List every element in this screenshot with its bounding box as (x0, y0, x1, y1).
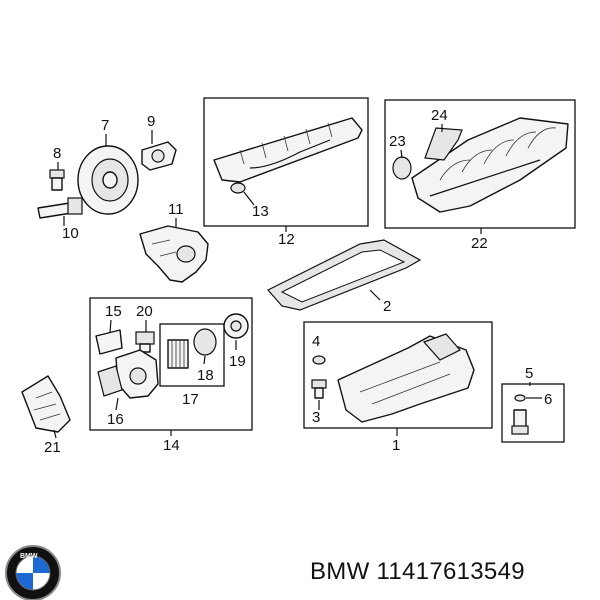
callout-22: 22 (471, 235, 488, 252)
oil-pan-gasket-part (267, 239, 422, 311)
callout-21: 21 (44, 439, 61, 456)
callout-23: 23 (389, 133, 406, 150)
callout-16: 16 (107, 411, 124, 428)
callout-4: 4 (312, 333, 320, 350)
callout-14: 14 (163, 437, 180, 454)
group-box-oil-pan (303, 321, 493, 429)
callout-15: 15 (105, 303, 122, 320)
callout-20: 20 (136, 303, 153, 320)
callout-3: 3 (312, 409, 320, 426)
bmw-logo-icon (5, 545, 61, 600)
bolt-part (49, 169, 65, 191)
callout-8: 8 (53, 145, 61, 162)
part-number-label: BMW 11417613549 (310, 558, 525, 585)
callout-11: 11 (168, 201, 184, 218)
callout-19: 19 (229, 353, 246, 370)
callout-6: 6 (544, 391, 552, 408)
oil-filter-element-part (167, 328, 217, 369)
callout-17: 17 (182, 391, 199, 408)
sensor-part (135, 331, 155, 353)
drain-plug-washer-part (312, 355, 326, 365)
callout-12: 12 (278, 231, 295, 248)
callout-24: 24 (431, 107, 448, 124)
group-box-intake-manifold (384, 99, 576, 229)
manifold-gasket-part (424, 127, 463, 161)
oil-filter-housing-part (97, 349, 159, 399)
o-ring-gasket-part (392, 156, 412, 180)
callout-10: 10 (62, 225, 79, 242)
filter-housing-bracket-part (95, 329, 123, 355)
hub-part (141, 141, 177, 171)
callout-1: 1 (392, 437, 400, 454)
oil-pump-part (139, 225, 209, 283)
valve-cover-part (213, 117, 363, 183)
callout-7: 7 (101, 117, 109, 134)
vibration-damper-pulley-part (77, 145, 139, 215)
oil-filler-cap-part (230, 182, 255, 206)
intake-manifold-part (411, 117, 569, 213)
cover-plate-part (21, 375, 71, 433)
filter-cap-part (223, 313, 249, 339)
callout-5: 5 (525, 365, 533, 382)
drain-plug-part (311, 379, 327, 399)
callout-18: 18 (197, 367, 214, 384)
callout-13: 13 (252, 203, 269, 220)
callout-2: 2 (383, 298, 391, 315)
bmw-logo-lettering: BMW (20, 553, 38, 560)
center-bolt-part (37, 197, 83, 219)
callout-9: 9 (147, 113, 155, 130)
oil-pan-part (337, 333, 475, 423)
group-box-filter-element (159, 323, 225, 387)
oil-level-sensor-part (511, 394, 529, 435)
group-box-oil-level-sensor (501, 383, 565, 443)
